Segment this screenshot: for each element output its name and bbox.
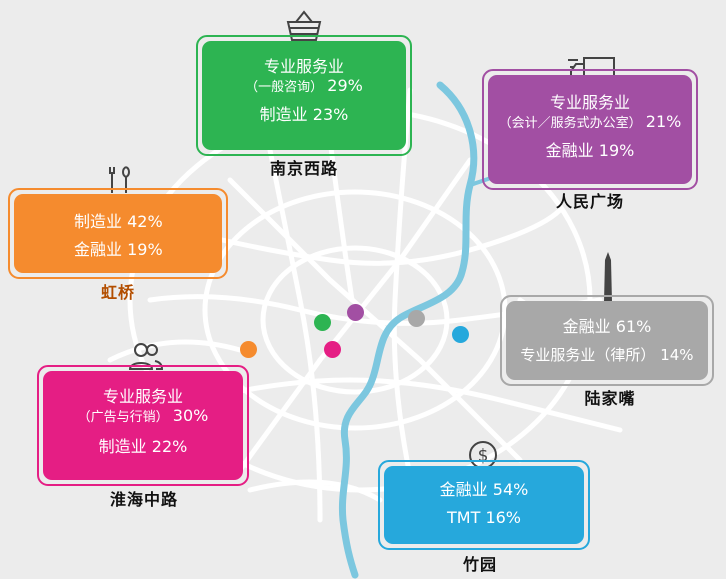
hongqiao-dot [240,341,257,358]
lujiazui-line2-label: 专业服务业（律所） [520,346,656,364]
nanjing-west-road-dot [314,314,331,331]
hongqiao-name: 虹桥 [100,283,135,302]
peoples-square-name: 人民广场 [555,192,624,211]
tools-icon [109,166,130,193]
lujiazui-line2-pct: 14% [660,346,694,364]
zhuyuan-dot [452,326,469,343]
nanjing-line1: 专业服务业 [263,57,344,76]
nanjing-west-road-name: 南京西路 [269,159,338,178]
nanjing-line3-label: 制造业 [259,105,308,124]
huaihai-line3-label: 制造业 [98,437,147,456]
lujiazui-dot [408,310,425,327]
peoples-line3-pct: 19% [598,141,635,160]
lujiazui-line1-label: 金融业 [562,317,611,336]
nanjing-line3-pct: 23% [312,105,349,124]
svg-text:$: $ [478,446,489,466]
lujiazui-name: 陆家嘴 [584,389,636,408]
shopping-basket-icon [286,10,322,41]
zhuyuan-line1-label: 金融业 [439,480,488,499]
peoples-line2-pct: 21% [645,112,682,131]
hongqiao-line2-label: 金融业 [74,240,123,259]
nanjing-line2-label: （一般咨询） [245,80,324,95]
huaihai-line2-label: （广告与行销） [77,410,169,425]
peoples-line2-label: （会计／服务式办公室） [498,116,642,131]
huaihai-line3-pct: 22% [151,437,188,456]
nanjing-line2-pct: 29% [327,76,363,95]
hongqiao-line2-pct: 19% [127,240,163,259]
hongqiao-line1-label: 制造业 [74,212,123,231]
peoples-line3-label: 金融业 [545,141,594,160]
zhuyuan-name: 竹园 [462,555,497,574]
zhuyuan-line1-pct: 54% [492,480,529,499]
hongqiao-line1-pct: 42% [127,212,163,231]
skyscraper-icon [604,252,612,302]
peoples-square-dot [347,304,364,321]
huaihai-line2-pct: 30% [172,406,209,425]
zhuyuan-line2-pct: 16% [485,508,521,527]
lujiazui-line1-pct: 61% [615,317,652,336]
zhuyuan-line2-label: TMT [446,508,481,527]
huaihai-middle-road-dot [324,341,341,358]
huaihai-middle-road-name: 淮海中路 [109,490,178,509]
peoples-line1: 专业服务业 [549,93,630,112]
huaihai-line1: 专业服务业 [102,387,183,406]
